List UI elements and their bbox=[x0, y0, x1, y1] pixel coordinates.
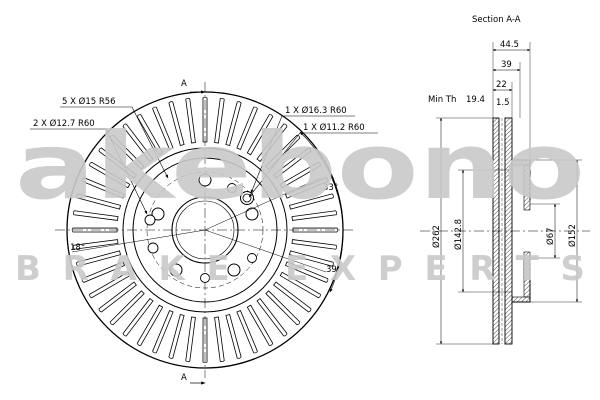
ventilation-slot bbox=[122, 123, 154, 162]
ventilation-slot bbox=[236, 106, 258, 150]
ventilation-slot bbox=[72, 239, 119, 250]
callout-hole-a: 1 X Ø16.3 R60 bbox=[285, 105, 347, 116]
ventilation-slot bbox=[98, 281, 137, 313]
ventilation-slot bbox=[76, 250, 122, 267]
ventilation-slot bbox=[81, 261, 125, 283]
min-thickness-value: 19.4 bbox=[466, 95, 485, 105]
width-dim-2: 39 bbox=[501, 60, 512, 70]
ventilation-slot bbox=[202, 317, 208, 364]
section-marker-top: A bbox=[181, 79, 187, 89]
ventilation-slot bbox=[185, 97, 196, 144]
hat-wall-bottom bbox=[511, 296, 531, 303]
dim-outer: Ø262 bbox=[431, 225, 442, 248]
ventilation-slot bbox=[265, 290, 301, 326]
ventilation-slot bbox=[246, 114, 274, 156]
ventilation-slot bbox=[202, 96, 208, 143]
section-title: Section A-A bbox=[472, 15, 521, 25]
ventilation-slot bbox=[76, 193, 122, 210]
aux-hole-12-7 bbox=[147, 242, 159, 254]
ventilation-slot bbox=[89, 271, 131, 299]
aux-hole-12-7 bbox=[144, 214, 156, 226]
ventilation-slot bbox=[273, 281, 312, 313]
dim-bore: Ø67 bbox=[545, 227, 556, 245]
watermark: akebono BRAKE EXPERTS bbox=[15, 113, 585, 289]
width-dim-3: 22 bbox=[496, 80, 507, 90]
ventilation-slot bbox=[71, 227, 118, 233]
ventilation-slot bbox=[214, 316, 225, 363]
angle-leader-left bbox=[71, 229, 206, 253]
ventilation-slot bbox=[72, 210, 119, 221]
ventilation-slot bbox=[225, 101, 242, 147]
ventilation-slot bbox=[168, 101, 185, 147]
hat-wall-top bbox=[511, 159, 531, 166]
callout-small-holes: 2 X Ø12.7 R60 bbox=[33, 118, 95, 129]
bolt-hole bbox=[245, 207, 259, 221]
callout-bolt-holes: 5 X Ø15 R56 bbox=[62, 96, 116, 107]
angle-ray-lower bbox=[204, 229, 327, 273]
angle-label-lower-right: 39° bbox=[326, 265, 341, 275]
watermark-tagline: BRAKE EXPERTS bbox=[15, 249, 585, 289]
dim-hat: Ø152 bbox=[567, 224, 578, 247]
bolt-hole bbox=[227, 263, 241, 277]
ventilation-slot bbox=[225, 313, 242, 359]
hat-face-bottom bbox=[523, 251, 531, 298]
aux-hole bbox=[227, 183, 237, 193]
width-dim-1: 44.5 bbox=[500, 40, 519, 50]
section-marker-bottom: A bbox=[181, 373, 187, 383]
ventilation-slot bbox=[256, 298, 288, 337]
ventilation-slots bbox=[71, 96, 339, 364]
bolt-hole bbox=[151, 207, 165, 221]
callout-hole-b: 1 X Ø11.2 R60 bbox=[303, 122, 365, 133]
leader-hole-a bbox=[250, 115, 355, 194]
aux-hole-11-2 bbox=[242, 193, 252, 203]
watermark-brand: akebono bbox=[15, 113, 585, 220]
ventilation-slot bbox=[98, 147, 137, 179]
ventilation-slot bbox=[279, 271, 321, 299]
ventilation-slot bbox=[136, 304, 164, 346]
ventilation-slot bbox=[109, 290, 145, 326]
min-thickness-label: Min Th bbox=[428, 95, 456, 105]
aux-hole bbox=[247, 253, 257, 263]
ventilation-slot bbox=[81, 177, 125, 199]
ventilation-slot bbox=[152, 310, 174, 354]
hat-face-top bbox=[523, 164, 531, 211]
width-dim-4: 1.5 bbox=[496, 98, 510, 108]
ventilation-slot bbox=[236, 310, 258, 354]
ventilation-slot bbox=[89, 161, 131, 189]
ventilation-slot bbox=[291, 239, 338, 250]
ventilation-slot bbox=[168, 313, 185, 359]
angle-ray-upper bbox=[204, 177, 321, 231]
angle-arc-right bbox=[299, 131, 344, 293]
angle-label-upper-right: 33° bbox=[323, 183, 338, 193]
ventilation-slot bbox=[122, 298, 154, 337]
bolt-hole bbox=[169, 263, 183, 277]
section-view: Section A-A 44.5 39 22 1.5 Min Th 19.4 Ø… bbox=[420, 15, 590, 345]
front-view: A A 5 X Ø15 R56 2 X Ø12.7 R60 1 X Ø16.3 … bbox=[30, 79, 378, 385]
bolt-hole bbox=[198, 173, 212, 187]
dim-pcd: Ø142.8 bbox=[453, 219, 464, 250]
leader-small-holes bbox=[30, 128, 148, 215]
leader-bolt-holes bbox=[60, 106, 169, 179]
angle-label-left: 18° bbox=[70, 243, 85, 253]
ventilation-slot bbox=[214, 97, 225, 144]
ventilation-slot bbox=[265, 134, 301, 170]
ventilation-slot bbox=[185, 316, 196, 363]
ventilation-slot bbox=[152, 106, 174, 150]
ventilation-slot bbox=[246, 304, 274, 346]
aux-hole bbox=[200, 273, 210, 283]
ventilation-slot bbox=[256, 123, 288, 162]
